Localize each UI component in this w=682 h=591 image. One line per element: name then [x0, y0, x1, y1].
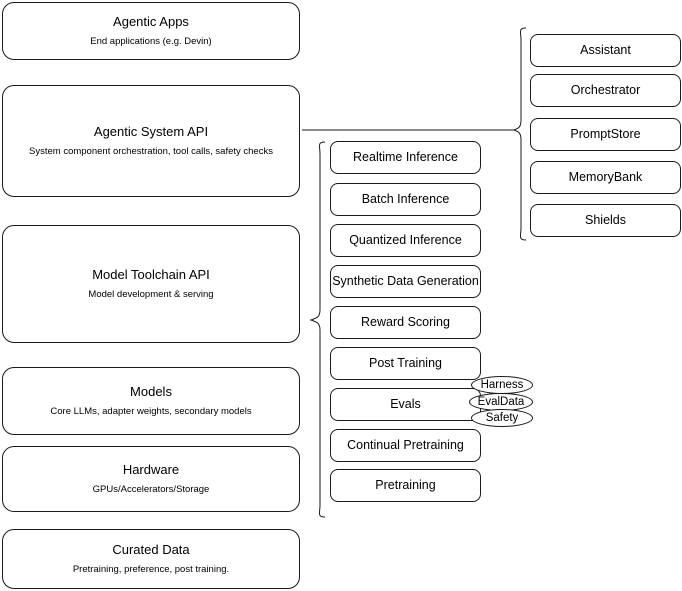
eval-tag-harness[interactable]: Harness — [471, 376, 533, 394]
pill-label: Assistant — [580, 42, 631, 57]
layer-box-models[interactable]: Models Core LLMs, adapter weights, secon… — [2, 367, 300, 435]
toolchain-item-pretraining[interactable]: Pretraining — [330, 469, 481, 502]
toolchain-item-synthetic-data-generation[interactable]: Synthetic Data Generation — [330, 265, 481, 298]
system-item-memorybank[interactable]: MemoryBank — [530, 161, 681, 194]
pill-label: Continual Pretraining — [347, 437, 464, 452]
pill-label: MemoryBank — [568, 169, 643, 184]
toolchain-item-continual-pretraining[interactable]: Continual Pretraining — [330, 429, 481, 462]
pill-label: Synthetic Data Generation — [332, 273, 479, 288]
system-item-assistant[interactable]: Assistant — [530, 34, 681, 67]
layer-title: Curated Data — [112, 542, 190, 558]
toolchain-item-evals[interactable]: Evals — [330, 388, 481, 421]
tag-label: Safety — [485, 412, 519, 424]
pill-label: Pretraining — [375, 477, 436, 492]
layer-title: Agentic System API — [93, 124, 209, 140]
toolchain-item-batch-inference[interactable]: Batch Inference — [330, 183, 481, 216]
layer-subtitle: System component orchestration, tool cal… — [29, 145, 273, 157]
layer-subtitle: Model development & serving — [88, 288, 214, 300]
toolchain-item-post-training[interactable]: Post Training — [330, 347, 481, 380]
layer-box-agentic-apps[interactable]: Agentic Apps End applications (e.g. Devi… — [2, 2, 300, 60]
brace-right-column — [512, 27, 527, 241]
pill-label: Post Training — [369, 355, 442, 370]
system-item-promptstore[interactable]: PromptStore — [530, 118, 681, 151]
layer-subtitle: End applications (e.g. Devin) — [90, 35, 212, 47]
layer-box-model-toolchain-api[interactable]: Model Toolchain API Model development & … — [2, 225, 300, 343]
system-item-orchestrator[interactable]: Orchestrator — [530, 74, 681, 107]
pill-label: Evals — [390, 396, 421, 411]
toolchain-item-quantized-inference[interactable]: Quantized Inference — [330, 224, 481, 257]
pill-label: Reward Scoring — [361, 314, 450, 329]
toolchain-item-realtime-inference[interactable]: Realtime Inference — [330, 141, 481, 174]
layer-title: Models — [130, 384, 172, 400]
pill-label: Shields — [585, 212, 626, 227]
eval-tag-safety[interactable]: Safety — [471, 409, 533, 427]
layer-box-curated-data[interactable]: Curated Data Pretraining, preference, po… — [2, 529, 300, 589]
pill-label: Quantized Inference — [349, 232, 462, 247]
layer-box-hardware[interactable]: Hardware GPUs/Accelerators/Storage — [2, 446, 300, 512]
layer-title: Model Toolchain API — [92, 267, 210, 283]
layer-title: Agentic Apps — [113, 14, 189, 30]
layer-title: Hardware — [122, 462, 180, 478]
layer-subtitle: GPUs/Accelerators/Storage — [92, 483, 210, 495]
tag-label: EvalData — [477, 396, 525, 408]
layer-box-agentic-system-api[interactable]: Agentic System API System component orch… — [2, 85, 300, 197]
layer-subtitle: Core LLMs, adapter weights, secondary mo… — [50, 405, 252, 417]
toolchain-item-reward-scoring[interactable]: Reward Scoring — [330, 306, 481, 339]
pill-label: Orchestrator — [570, 82, 641, 97]
layer-subtitle: Pretraining, preference, post training. — [72, 563, 230, 575]
pill-label: Realtime Inference — [353, 149, 458, 164]
tag-label: Harness — [480, 379, 524, 391]
pill-label: Batch Inference — [361, 191, 450, 206]
pill-label: PromptStore — [570, 126, 641, 141]
brace-middle-column — [309, 141, 326, 518]
system-item-shields[interactable]: Shields — [530, 204, 681, 237]
